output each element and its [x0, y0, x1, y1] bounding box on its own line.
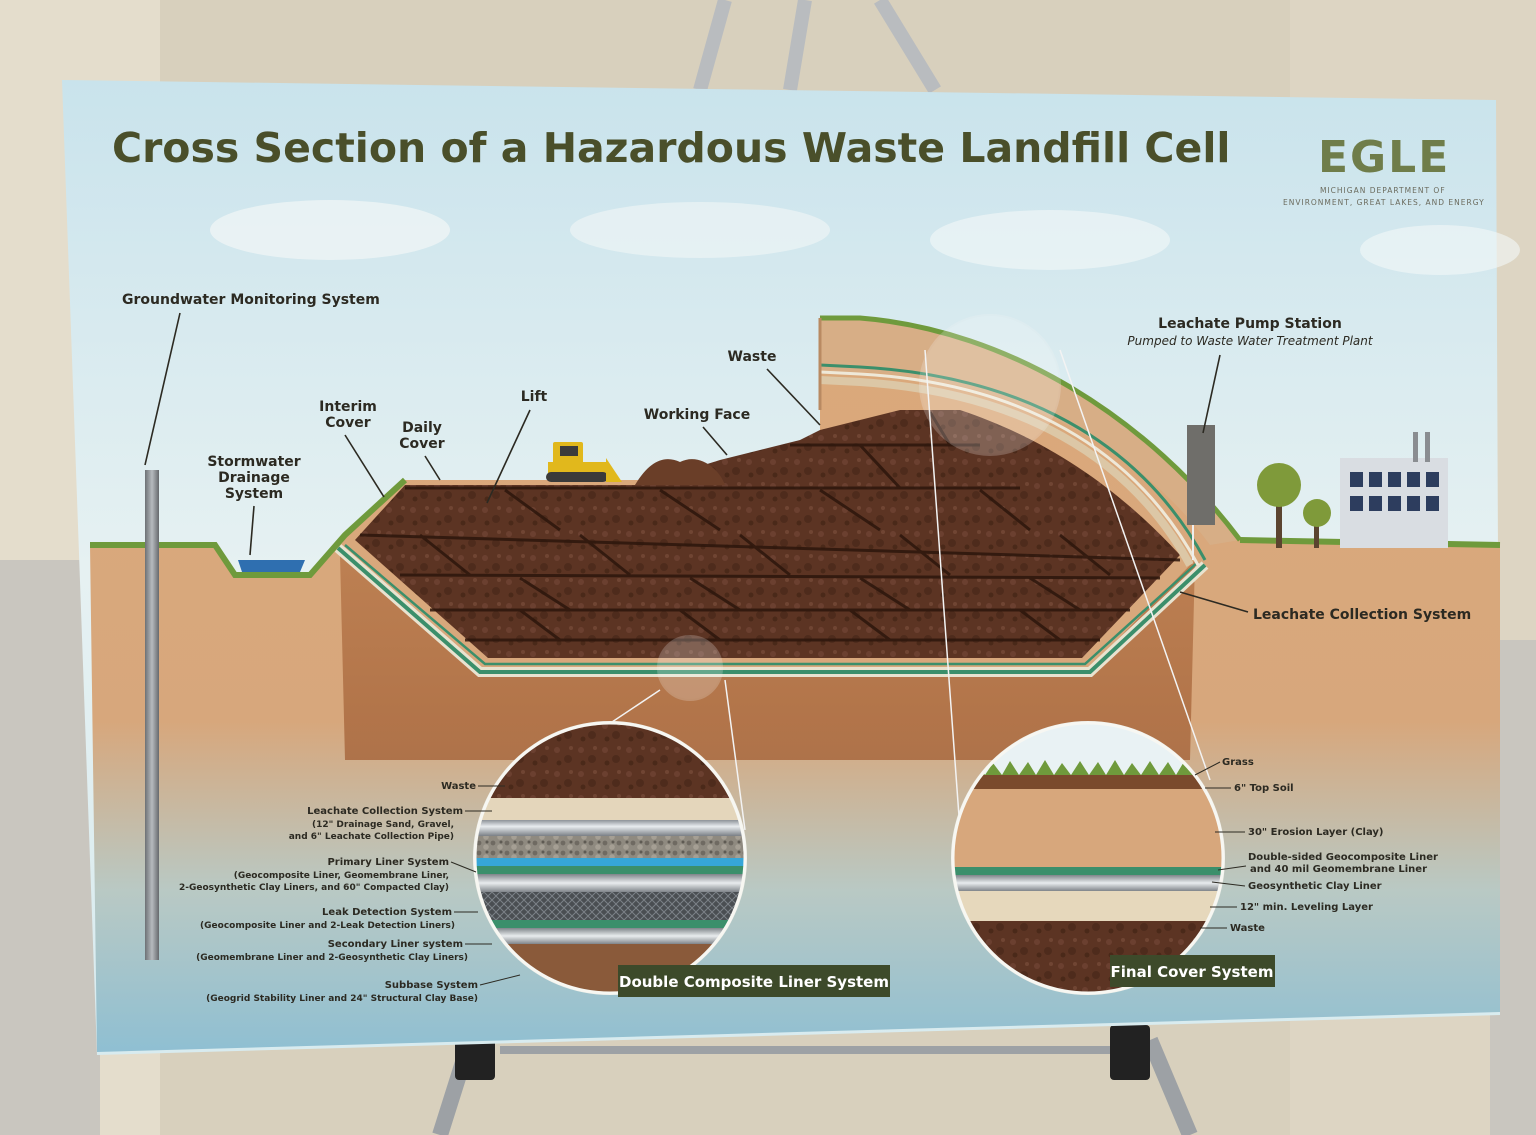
liner-labels: Waste Leachate Collection System (12" Dr…	[179, 781, 521, 1004]
label-daily-cover-2: Cover	[399, 436, 445, 452]
cover-layer-geocomposite-1: Double-sided Geocomposite Liner	[1248, 852, 1438, 863]
liner-magnifier	[657, 635, 723, 701]
liner-layer-waste: Waste	[441, 781, 476, 792]
liner-layer-leak-detail: (Geocomposite Liner and 2-Leak Detection…	[200, 921, 455, 931]
label-groundwater: Groundwater Monitoring System	[122, 292, 380, 308]
stormwater-pond	[238, 560, 305, 572]
label-interim-cover-2: Cover	[325, 415, 371, 431]
label-working-face: Working Face	[644, 407, 750, 423]
bulldozer-icon	[546, 442, 622, 482]
liner-caption-text: Double Composite Liner System	[619, 973, 889, 991]
cover-magnifier	[919, 314, 1061, 456]
cover-layer-erosion: 30" Erosion Layer (Clay)	[1248, 827, 1383, 838]
tree-icon	[1257, 463, 1331, 548]
treatment-plant-building	[1340, 432, 1448, 548]
label-stormwater-2: Drainage	[218, 470, 290, 486]
label-collection-system: Leachate Collection System	[1253, 607, 1471, 623]
poster	[62, 80, 1520, 1055]
logo-line-2: ENVIRONMENT, GREAT LAKES, AND ENERGY	[1283, 198, 1485, 207]
groundwater-well	[145, 470, 159, 960]
liner-layer-primary-detail-2: 2-Geosynthetic Clay Liners, and 60" Comp…	[179, 883, 449, 893]
liner-layer-secondary: Secondary Liner system	[328, 939, 463, 950]
label-daily-cover-1: Daily	[402, 420, 442, 436]
liner-layer-subbase-detail: (Geogrid Stability Liner and 24" Structu…	[206, 994, 478, 1004]
cover-caption: Final Cover System	[1110, 955, 1275, 987]
liner-layer-collection-detail-2: and 6" Leachate Collection Pipe)	[289, 832, 454, 842]
cover-layer-leveling: 12" min. Leveling Layer	[1240, 902, 1373, 913]
liner-caption: Double Composite Liner System	[618, 965, 890, 997]
label-pump-station-sub: Pumped to Waste Water Treatment Plant	[1127, 334, 1373, 348]
page-title: Cross Section of a Hazardous Waste Landf…	[112, 124, 1230, 172]
liner-layer-secondary-detail: (Geomembrane Liner and 2-Geosynthetic Cl…	[196, 953, 468, 963]
cover-layer-waste: Waste	[1230, 923, 1265, 934]
cover-layer-geocomposite-2: and 40 mil Geomembrane Liner	[1250, 864, 1427, 875]
label-lift: Lift	[521, 389, 548, 405]
cover-layer-topsoil: 6" Top Soil	[1234, 783, 1294, 794]
liner-layer-collection-detail-1: (12" Drainage Sand, Gravel,	[312, 820, 454, 830]
logo-line-1: MICHIGAN DEPARTMENT OF	[1320, 186, 1446, 195]
logo-wordmark: EGLE	[1318, 132, 1450, 183]
egle-logo: EGLE MICHIGAN DEPARTMENT OF ENVIRONMENT,…	[1283, 132, 1485, 207]
label-stormwater-3: System	[225, 486, 283, 502]
label-waste: Waste	[728, 349, 777, 365]
liner-layer-primary: Primary Liner System	[327, 857, 449, 868]
liner-layer-subbase: Subbase System	[385, 980, 478, 991]
liner-layer-leak: Leak Detection System	[322, 907, 452, 918]
cover-layer-gcl: Geosynthetic Clay Liner	[1248, 881, 1382, 892]
liner-layer-collection: Leachate Collection System	[307, 806, 463, 817]
cover-labels: Grass 6" Top Soil 30" Erosion Layer (Cla…	[1194, 757, 1438, 934]
label-interim-cover-1: Interim	[319, 399, 377, 415]
cover-layer-grass: Grass	[1222, 757, 1254, 768]
pump-station	[1187, 425, 1215, 525]
label-stormwater-1: Stormwater	[207, 454, 300, 470]
label-pump-station: Leachate Pump Station	[1158, 316, 1342, 332]
cover-caption-text: Final Cover System	[1111, 963, 1274, 981]
liner-layer-primary-detail-1: (Geocomposite Liner, Geomembrane Liner,	[234, 871, 449, 881]
